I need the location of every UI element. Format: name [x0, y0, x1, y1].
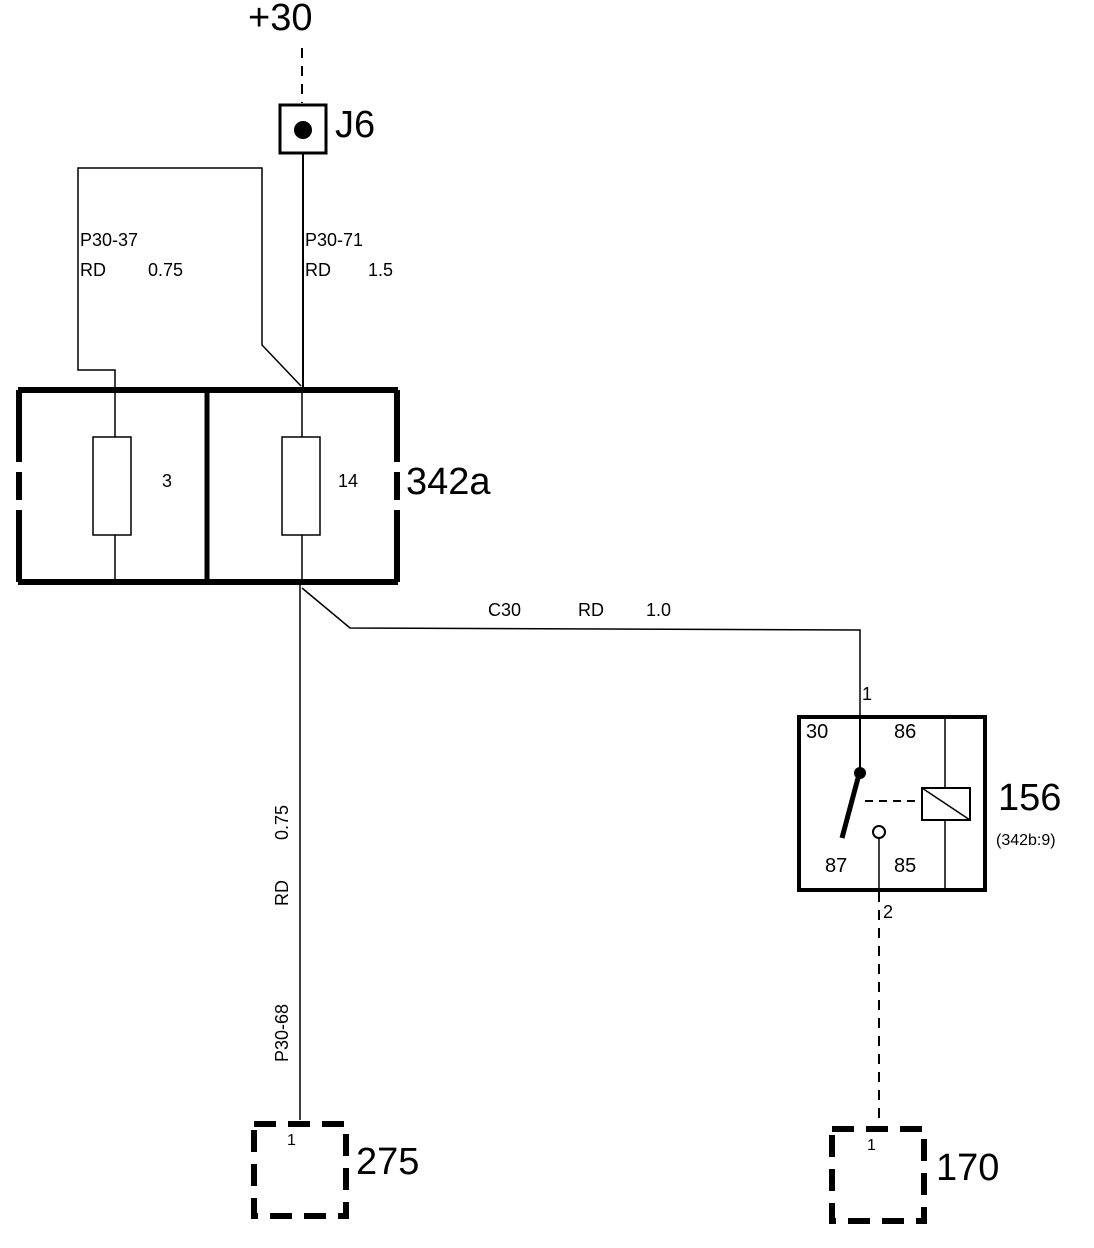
connector-275-pin: 1 [287, 1132, 296, 1149]
fuse-3-number: 3 [162, 471, 172, 491]
relay-contact-pivot [854, 767, 866, 779]
wire-p30-37-color: RD [80, 260, 106, 280]
wire-p30-37-id: P30-37 [80, 230, 138, 250]
relay-terminal-85: 85 [894, 855, 916, 877]
wire-p30-71-color: RD [305, 260, 331, 280]
connector-275-label: 275 [356, 1141, 419, 1183]
relay-pin-out: 2 [883, 902, 893, 922]
fuse-14-number: 14 [338, 471, 358, 491]
wire-p30-37-size: 0.75 [148, 260, 183, 280]
junction-label: J6 [335, 104, 375, 146]
relay-switch-arm [839, 777, 861, 839]
fusebox [16, 387, 400, 585]
wire-p30-37 [77, 167, 302, 390]
relay-location: (342b:9) [996, 832, 1056, 849]
wire-p30-71-id: P30-71 [305, 230, 363, 250]
relay-contact-87 [872, 825, 886, 839]
fuse-3 [92, 436, 132, 536]
relay-box [797, 715, 987, 892]
relay-terminal-30: 30 [806, 721, 828, 743]
wire-p30-68-color: RD [272, 880, 292, 906]
fuse-14 [281, 436, 321, 536]
relay-label: 156 [998, 777, 1061, 819]
junction-dot [294, 121, 312, 139]
wire-p30-71-size: 1.5 [368, 260, 393, 280]
wire-c30-color: RD [578, 600, 604, 620]
wire-c30-id: C30 [488, 600, 521, 620]
supply-label: +30 [248, 0, 312, 39]
connector-170 [829, 1126, 927, 1224]
relay-terminal-87: 87 [825, 855, 847, 877]
wire-c30 [301, 587, 861, 718]
fusebox-label: 342a [406, 461, 491, 503]
wire-p30-68-id: P30-68 [272, 1004, 292, 1062]
relay-coil-diagonal [921, 787, 971, 821]
connector-170-pin: 1 [867, 1137, 876, 1154]
wire-p30-68-size: 0.75 [272, 805, 292, 840]
connector-275 [251, 1121, 349, 1219]
connector-170-label: 170 [936, 1147, 999, 1189]
relay-pin-in: 1 [862, 684, 872, 704]
wire-c30-size: 1.0 [646, 600, 671, 620]
relay-terminal-86: 86 [894, 721, 916, 743]
